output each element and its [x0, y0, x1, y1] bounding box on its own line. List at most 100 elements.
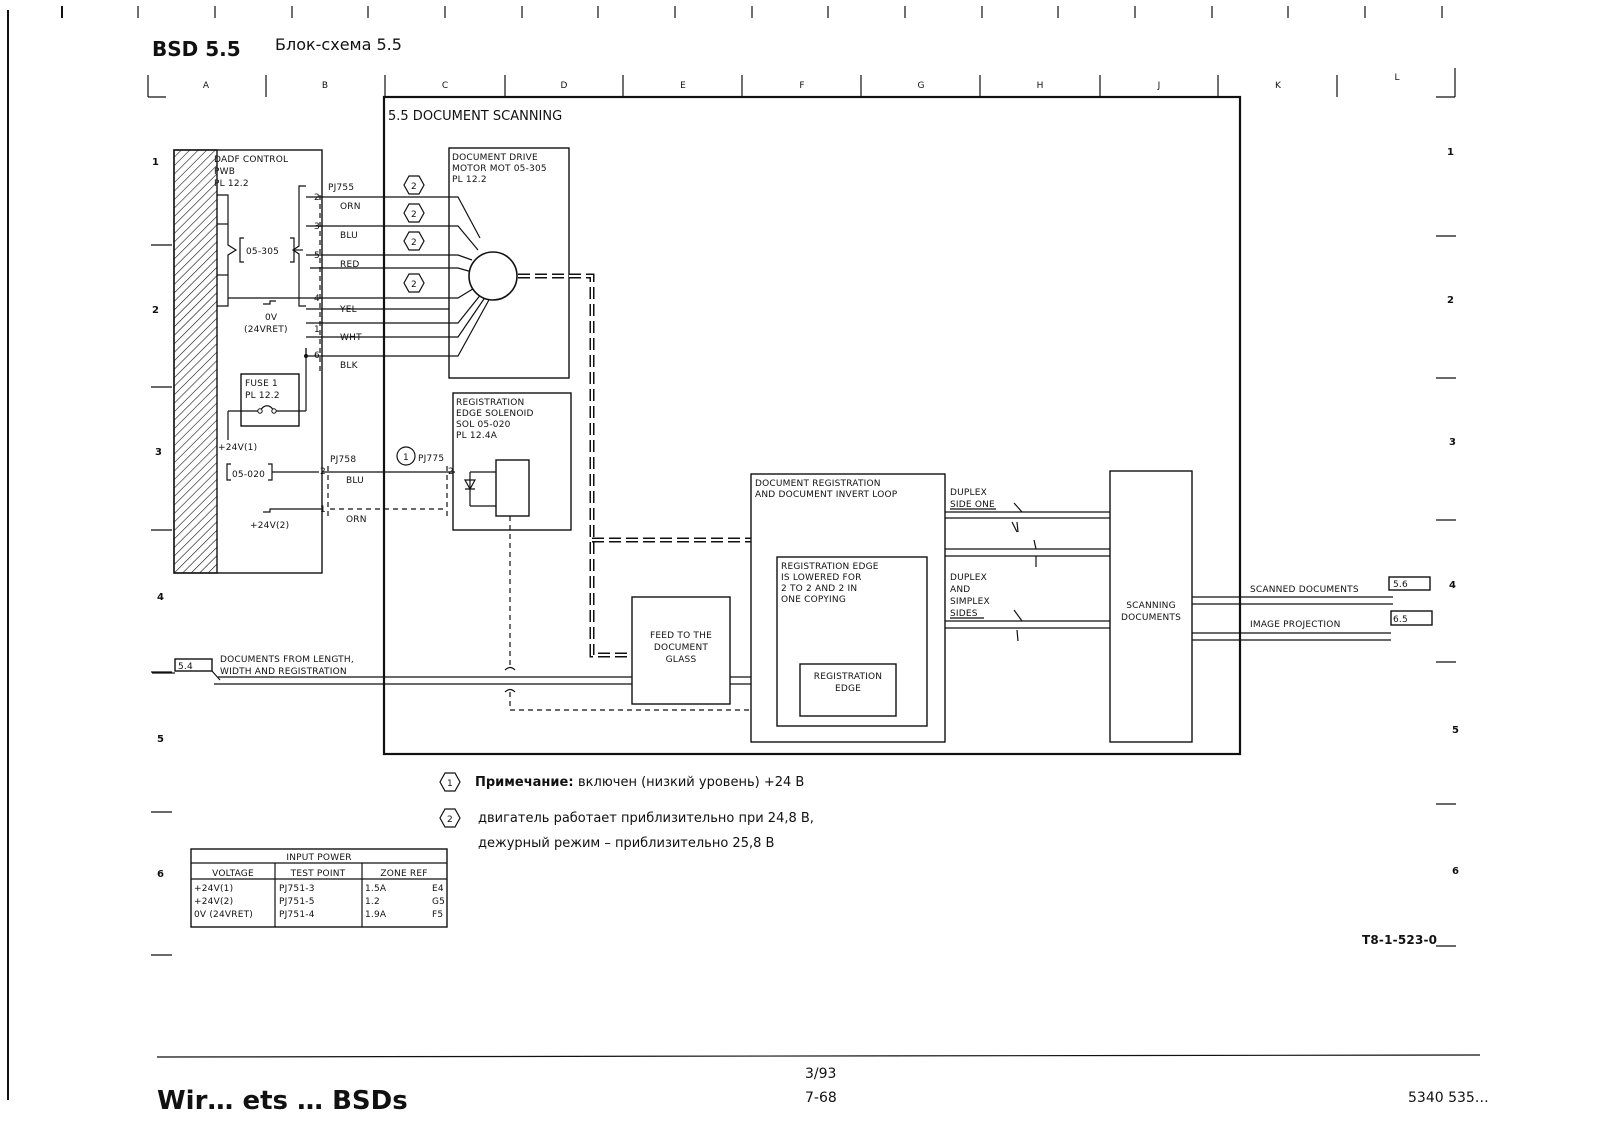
pin-1: 1: [314, 325, 320, 335]
col-label-c: C: [442, 81, 448, 91]
row-label-3-right: 3: [1449, 437, 1456, 448]
scanning-documents: SCANNING DOCUMENTS: [1109, 470, 1193, 743]
col-label-g: G: [918, 81, 925, 91]
lowered-line-2: IS LOWERED FOR: [781, 573, 862, 583]
input-power-table: INPUT POWER VOLTAGE TEST POINT ZONE REF …: [190, 848, 448, 928]
table-header-testpoint: TEST POINT: [290, 869, 346, 879]
sol-line-3: SOL 05-020: [456, 420, 511, 430]
registration-edge-solenoid: REGISTRATION EDGE SOLENOID SOL 05-020 PL…: [452, 392, 757, 711]
row-label-2-left: 2: [152, 305, 159, 316]
col-label-j: J: [1157, 81, 1161, 91]
feed-line-3: GLASS: [666, 655, 697, 665]
pj775-pin-2: 2: [448, 467, 454, 477]
row-label-6-left: 6: [157, 869, 164, 880]
simplex-line-1: DUPLEX: [950, 573, 987, 583]
footer-sub: 7-68: [805, 1090, 837, 1106]
registration-edge-box: [799, 663, 897, 717]
wire-red: RED: [340, 260, 359, 270]
solenoid-coil: [495, 459, 530, 517]
fuse-line-2: PL 12.2: [245, 391, 280, 401]
document-id: T8-1-523-0: [1362, 933, 1437, 947]
duplex-one-line-1: DUPLEX: [950, 488, 987, 498]
table-title: INPUT POWER: [286, 853, 351, 863]
col-label-f: F: [799, 81, 804, 91]
note-1-bold: Примечание:: [475, 775, 574, 790]
pwb-hatch: [173, 149, 218, 574]
row-ruler-left: 1 2 3 4 5 6: [151, 157, 172, 956]
callout-1: [396, 446, 416, 466]
table-row-3-testpoint: PJ751-4: [279, 910, 315, 920]
duplex-one-line-2: SIDE ONE: [950, 500, 995, 510]
row-label-3-left: 3: [155, 447, 162, 458]
connector-pj758-pj775: PJ758 2 1 BLU ORN 1 PJ775 2: [320, 446, 455, 525]
simplex-line-3: SIMPLEX: [950, 597, 990, 607]
motor-line-1: DOCUMENT DRIVE: [452, 153, 538, 163]
dadf-control-pwb: DADF CONTROL PWB PL 12.2 05-305 0V (24VR…: [173, 149, 323, 574]
output-image-label: IMAGE PROJECTION: [1250, 620, 1341, 630]
table-row-2-zone: 1.2: [365, 897, 380, 907]
wire-wht: WHT: [340, 333, 362, 343]
lowered-line-1: REGISTRATION EDGE: [781, 562, 879, 572]
row-label-1-left: 1: [152, 157, 159, 168]
pj758-pin-1: 1: [320, 505, 326, 515]
feed-line-1: FEED TO THE: [650, 631, 712, 641]
lowered-line-3: 2 TO 2 AND 2 IN: [781, 584, 857, 594]
row-ruler-right: 1 2 3 4 5 6: [1436, 147, 1459, 877]
row-label-2-right: 2: [1447, 295, 1454, 306]
row-label-1-right: 1: [1447, 147, 1454, 158]
callout-2c-text: 2: [411, 238, 417, 248]
notes: 1 Примечание: включен (низкий уровень) +…: [439, 772, 814, 851]
input-ref: 5.4: [178, 662, 193, 672]
note-1-marker-text: 1: [447, 779, 453, 789]
wire-orn: ORN: [340, 202, 361, 212]
motor-wiring: ORN BLU RED YEL WHT BLK 2 2 2 2: [228, 175, 455, 371]
top-tick-marks: [61, 6, 1443, 18]
motor-line-3: PL 12.2: [452, 175, 487, 185]
regedge-line-1: REGISTRATION: [814, 672, 883, 682]
section-frame: [382, 95, 1242, 756]
loop-line-1: DOCUMENT REGISTRATION: [755, 479, 881, 489]
pwb-line-2: PWB: [214, 167, 235, 177]
pj758-label: PJ758: [330, 455, 356, 465]
lowered-line-4: ONE COPYING: [781, 595, 846, 605]
note-2-line-1: двигатель работает приблизительно при 24…: [478, 811, 814, 826]
header-code: BSD 5.5: [152, 37, 241, 61]
col-label-l: L: [1394, 73, 1399, 83]
col-label-k: K: [1275, 81, 1282, 91]
motor-line-2: MOTOR MOT 05-305: [452, 164, 547, 174]
documents-input: 5.4 DOCUMENTS FROM LENGTH, WIDTH AND REG…: [152, 655, 751, 685]
note-1-marker: [439, 772, 461, 792]
motor-ref-label: 05-305: [246, 247, 279, 257]
col-label-a: A: [203, 81, 210, 91]
table-row-2-voltage: +24V(2): [194, 897, 233, 907]
fuse-line-1: FUSE 1: [245, 379, 278, 389]
sol-ref-label: 05-020: [232, 470, 265, 480]
table-header-zoneref: ZONE REF: [380, 869, 427, 879]
callout-2b: [403, 203, 425, 223]
header-title: Блок-схема 5.5: [275, 35, 402, 54]
motor-symbol: [468, 251, 518, 301]
table-row-1-grid: E4: [432, 884, 444, 894]
row-label-6-right: 6: [1452, 866, 1459, 877]
note-2-marker: [439, 808, 461, 828]
footer-page: 3/93: [805, 1066, 836, 1082]
loop-line-2: AND DOCUMENT INVERT LOOP: [755, 490, 898, 500]
drive-linkage: [518, 273, 754, 658]
table-row-2-grid: G5: [432, 897, 445, 907]
simplex-line-4: SIDES: [950, 609, 978, 619]
row-label-4-left: 4: [157, 592, 164, 603]
callout-2d: [403, 273, 425, 293]
scan-line-2: DOCUMENTS: [1121, 613, 1181, 623]
wire-blk: BLK: [340, 361, 359, 371]
col-label-b: B: [322, 81, 328, 91]
col-label-e: E: [680, 81, 686, 91]
output-scanned-ref: 5.6: [1393, 580, 1408, 590]
zero-volt-label: 0V: [265, 313, 278, 323]
table-row-3-voltage: 0V (24VRET): [194, 910, 253, 920]
table-row-1-testpoint: PJ751-3: [279, 884, 315, 894]
v1-label: +24V(1): [218, 443, 257, 453]
table-header-voltage: VOLTAGE: [212, 869, 254, 879]
input-line-2: WIDTH AND REGISTRATION: [220, 667, 347, 677]
